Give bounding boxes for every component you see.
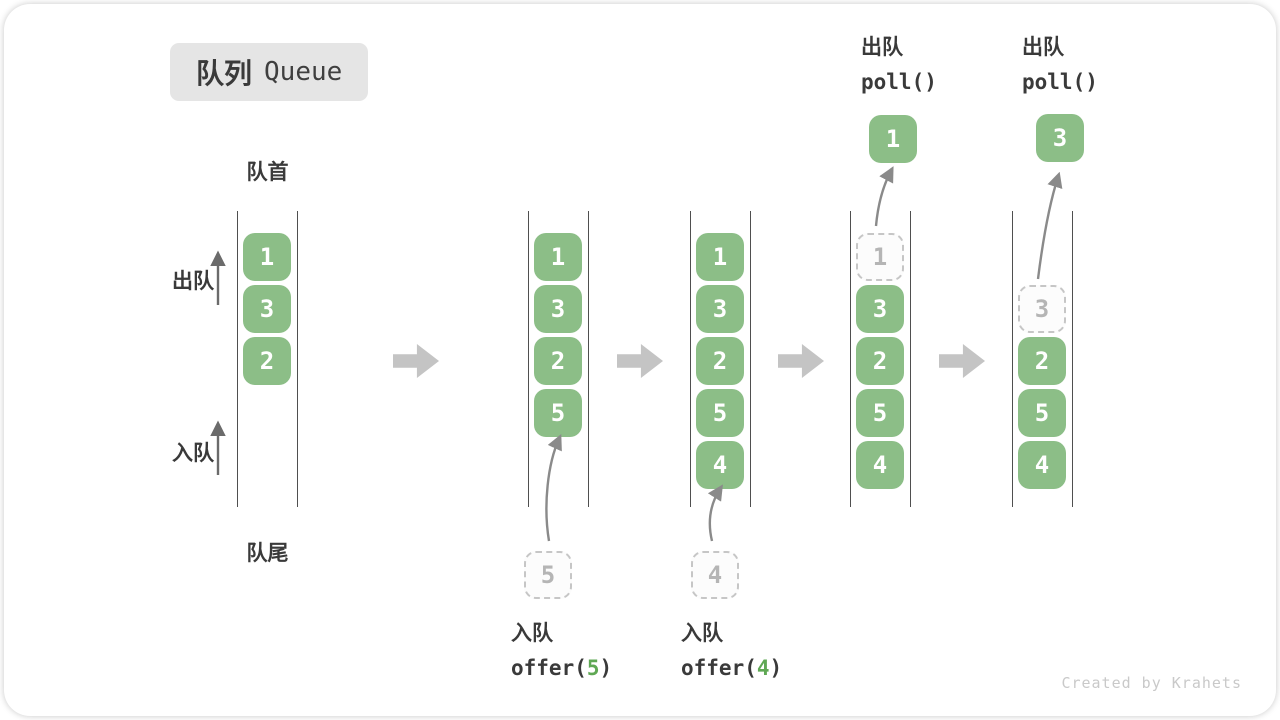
queue-element: 1: [243, 233, 291, 281]
offer2-call-suffix: ): [769, 656, 783, 680]
offer2-call-arg: 4: [756, 656, 770, 680]
queue-rear-label: 队尾: [246, 542, 289, 565]
offer1-operation-label: 入队 offer(5): [511, 617, 612, 680]
queue-element: 3: [1018, 285, 1066, 333]
queue-element: 2: [696, 337, 744, 385]
offer1-call-suffix: ): [599, 656, 613, 680]
offer1-call-arg: 5: [586, 656, 600, 680]
poll1-operation-label: 出队 poll(): [861, 31, 937, 94]
offer1-name: 入队: [511, 622, 553, 645]
dequeue-side-label: 出队: [172, 270, 214, 293]
popped-element-poll2: 3: [1036, 114, 1084, 162]
poll2-name: 出队: [1022, 36, 1064, 59]
queue-element: 1: [696, 233, 744, 281]
offer2-name: 入队: [681, 622, 723, 645]
poll1-call: poll(): [861, 70, 937, 94]
queue-element: 5: [856, 389, 904, 437]
queue-element: 3: [534, 285, 582, 333]
offer2-operation-label: 入队 offer(4): [681, 617, 782, 680]
popped-element-poll1: 1: [869, 115, 917, 163]
queue-element: 5: [534, 389, 582, 437]
poll2-call: poll(): [1022, 70, 1098, 94]
queue-element: 4: [856, 441, 904, 489]
queue-element: 5: [1018, 389, 1066, 437]
title-english: Queue: [264, 57, 343, 87]
queue-element: 2: [1018, 337, 1066, 385]
queue-element: 1: [856, 233, 904, 281]
queue-element: 3: [243, 285, 291, 333]
offer1-call-prefix: offer(: [511, 656, 587, 680]
title-chinese: 队列: [196, 58, 253, 89]
poll1-name: 出队: [861, 36, 903, 59]
watermark: Created by Krahets: [1061, 674, 1242, 692]
queue-element: 3: [856, 285, 904, 333]
title-badge: 队列 Queue: [170, 43, 369, 101]
queue-element: 5: [696, 389, 744, 437]
queue-element: 2: [534, 337, 582, 385]
queue-element: 2: [243, 337, 291, 385]
queue-element: 4: [1018, 441, 1066, 489]
queue-element: 2: [856, 337, 904, 385]
queue-element: 1: [534, 233, 582, 281]
offer1-call: offer(5): [511, 656, 612, 680]
poll2-operation-label: 出队 poll(): [1022, 31, 1098, 94]
incoming-element-offer5: 5: [524, 551, 572, 599]
queue-element: 3: [696, 285, 744, 333]
offer2-call: offer(4): [681, 656, 782, 680]
queue-element: 4: [696, 441, 744, 489]
enqueue-side-label: 入队: [172, 442, 214, 465]
queue-front-label: 队首: [246, 161, 289, 184]
offer2-call-prefix: offer(: [681, 656, 757, 680]
incoming-element-offer4: 4: [691, 551, 739, 599]
